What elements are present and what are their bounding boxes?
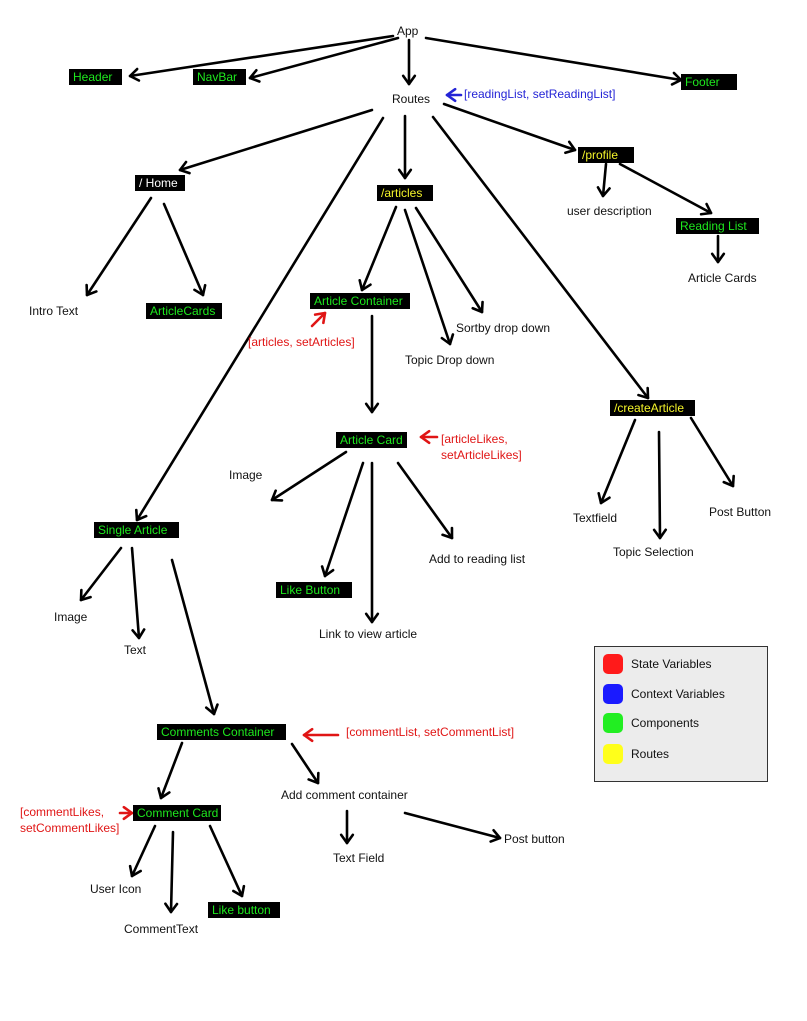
node-routes: Routes <box>392 92 431 106</box>
comment-card-to-user-icon <box>128 824 157 878</box>
node-articles-route: /articles <box>377 185 433 201</box>
routes-to-single-article <box>134 116 385 522</box>
legend-swatch-components <box>603 713 623 733</box>
node-single-article-text: Text <box>124 643 147 657</box>
node-footer: Footer <box>681 74 737 90</box>
app-to-footer <box>424 36 683 86</box>
node-like-button: Like Button <box>276 582 352 598</box>
article-likes-state-annotation-1: [articleLikes, <box>441 432 508 446</box>
legend-label-routes: Routes <box>631 747 670 761</box>
article-card-to-add-reading-list <box>396 461 454 540</box>
home-to-intro-text <box>85 196 153 297</box>
article-likes-state-arrow <box>419 429 439 445</box>
node-comments-container: Comments Container <box>157 724 286 740</box>
create-article-to-textfield <box>597 418 637 505</box>
routes-to-create-article <box>431 115 650 400</box>
node-post-button-create: Post Button <box>709 505 772 519</box>
comments-container-to-add-comment <box>290 742 320 785</box>
add-comment-to-text-field <box>339 809 355 845</box>
article-card-to-image <box>270 450 348 502</box>
articles-to-sortby <box>414 206 484 314</box>
articles-state-annotation: [articles, setArticles] <box>248 335 355 349</box>
home-to-article-cards <box>162 202 207 297</box>
legend-swatch-state <box>603 654 623 674</box>
node-article-cards-profile: Article Cards <box>688 271 757 285</box>
node-text-field: Text Field <box>333 851 385 865</box>
node-intro-text: Intro Text <box>29 304 79 318</box>
node-home-route: / Home <box>135 175 185 191</box>
legend-swatch-context <box>603 684 623 704</box>
node-user-icon: User Icon <box>90 882 142 896</box>
node-article-container: Article Container <box>310 293 410 309</box>
routes-to-home <box>178 108 374 175</box>
single-article-to-comments-container <box>170 558 219 716</box>
articles-to-topic-dropdown <box>403 208 455 346</box>
node-single-article-image: Image <box>54 610 88 624</box>
app-to-routes <box>401 38 417 86</box>
node-sortby-dropdown: Sortby drop down <box>456 321 551 335</box>
node-comment-text: CommentText <box>124 922 199 936</box>
comment-likes-state-arrow <box>118 805 134 821</box>
reading-list-to-article-cards <box>710 234 726 264</box>
reading-list-context-arrow <box>445 87 463 103</box>
reading-list-context-annotation: [readingList, setReadingList] <box>464 87 616 101</box>
article-card-to-like-button <box>320 461 365 578</box>
node-user-description: user description <box>567 204 652 218</box>
create-article-to-post-button <box>689 416 735 488</box>
node-app: App <box>397 24 419 38</box>
node-post-button-comment: Post button <box>504 832 565 846</box>
legend-label-components: Components <box>631 716 700 730</box>
create-article-to-topic-selection <box>652 430 668 540</box>
profile-to-reading-list <box>618 162 713 216</box>
node-navbar: NavBar <box>193 69 246 85</box>
profile-to-user-description <box>596 162 611 198</box>
comment-card-to-comment-text <box>164 830 179 914</box>
routes-to-articles <box>397 114 413 180</box>
node-link-to-view-article: Link to view article <box>319 627 418 641</box>
articles-state-arrow <box>310 311 327 328</box>
node-create-article-route: /createArticle <box>610 400 695 416</box>
node-topic-dropdown: Topic Drop down <box>405 353 495 367</box>
node-article-cards-home: ArticleCards <box>146 303 222 319</box>
comment-likes-state-annotation-1: [commentLikes, <box>20 805 105 819</box>
single-article-to-image <box>79 546 123 602</box>
article-container-to-article-card <box>364 314 380 414</box>
comments-container-to-comment-card <box>157 741 184 800</box>
legend-swatch-routes <box>603 744 623 764</box>
node-topic-selection: Topic Selection <box>613 545 694 559</box>
comment-likes-state-annotation-2: setCommentLikes] <box>20 821 120 835</box>
single-article-to-text <box>130 546 146 640</box>
legend-label-state: State Variables <box>631 657 712 671</box>
app-to-header <box>128 34 395 82</box>
comment-card-to-like-button <box>208 824 246 898</box>
add-comment-to-post-button <box>403 811 502 843</box>
article-likes-state-annotation-2: setArticleLikes] <box>441 448 522 462</box>
routes-to-profile <box>442 102 577 155</box>
articles-to-article-container <box>358 205 398 292</box>
legend: State Variables Context Variables Compon… <box>594 646 768 782</box>
node-single-article: Single Article <box>94 522 179 538</box>
comment-list-state-annotation: [commentList, setCommentList] <box>346 725 515 739</box>
legend-label-context: Context Variables <box>631 687 725 701</box>
article-card-to-link <box>364 461 380 624</box>
node-reading-list: Reading List <box>676 218 759 234</box>
node-comment-card: Comment Card <box>133 805 221 821</box>
node-article-card-image: Image <box>229 468 263 482</box>
node-add-comment-container: Add comment container <box>281 788 408 802</box>
node-header: Header <box>69 69 122 85</box>
node-textfield: Textfield <box>573 511 618 525</box>
app-to-navbar <box>248 36 400 83</box>
node-add-to-reading-list: Add to reading list <box>429 552 526 566</box>
node-like-button-comment: Like button <box>208 902 280 918</box>
node-profile-route: /profile <box>578 147 634 163</box>
comment-list-state-arrow <box>302 727 340 743</box>
node-article-card: Article Card <box>336 432 407 448</box>
